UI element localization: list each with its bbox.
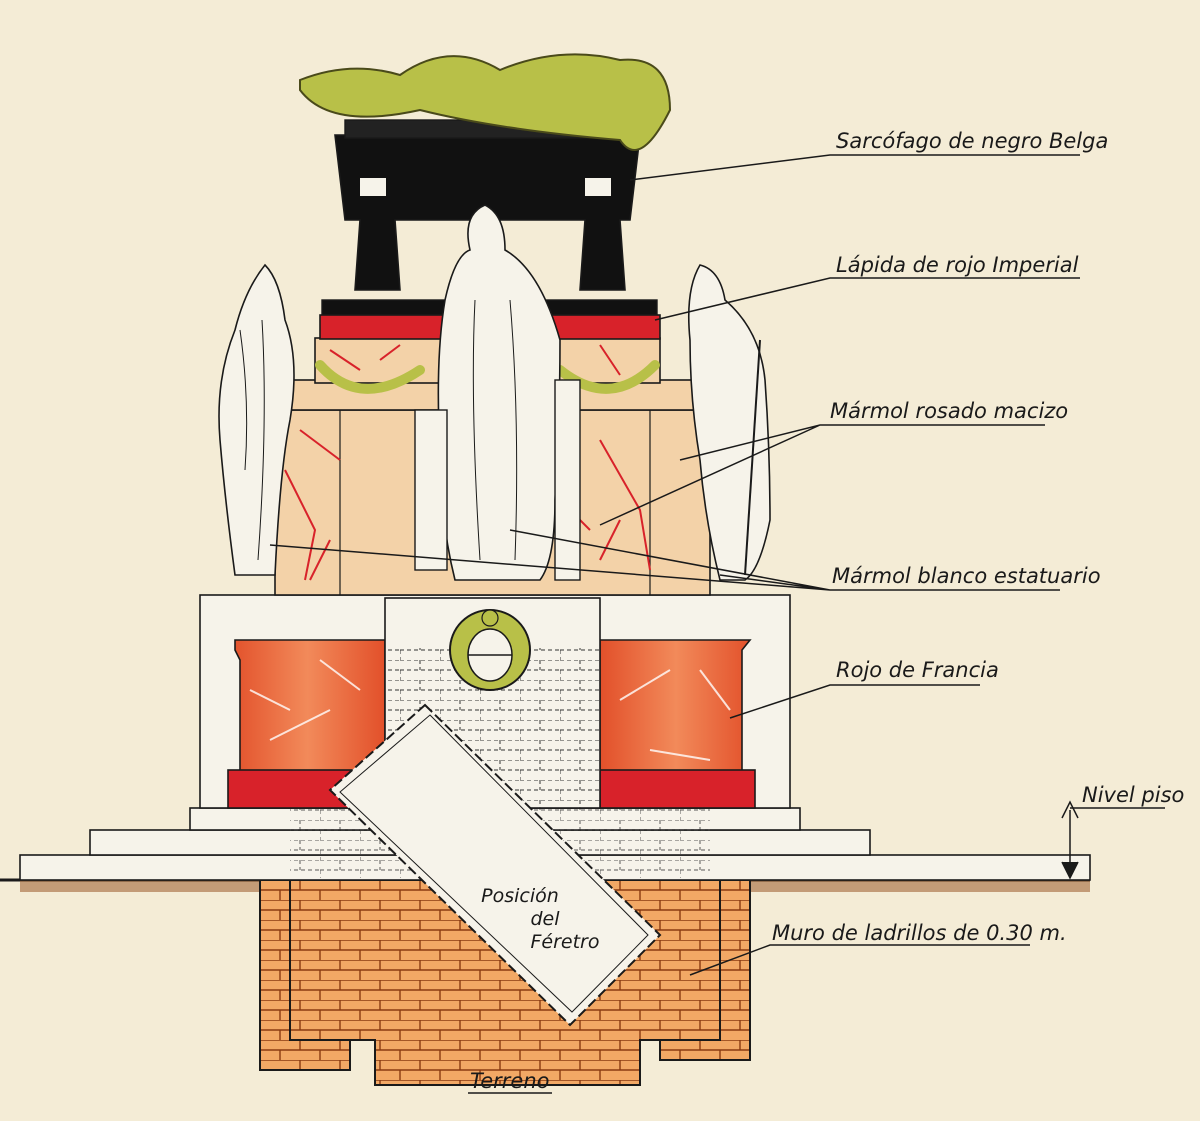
rojo-francia-bases	[227, 639, 756, 809]
label-marmol-blanco: Mármol blanco estatuario	[832, 564, 1101, 588]
feretro-label-1: Posición	[481, 885, 559, 907]
coat-of-arms	[449, 609, 531, 691]
feretro-label-3: Féretro	[530, 931, 599, 953]
label-nivel-piso: Nivel piso	[1082, 783, 1184, 807]
leader-lines	[269, 154, 1165, 976]
label-sarcofago: Sarcófago de negro Belga	[836, 129, 1108, 153]
feretro-outline	[328, 703, 662, 1027]
label-rojo-francia: Rojo de Francia	[836, 658, 999, 682]
label-marmol-rosado: Mármol rosado macizo	[830, 399, 1068, 423]
label-terreno: Terreno	[470, 1069, 550, 1093]
statue-center	[414, 204, 581, 581]
statue-right	[687, 264, 771, 581]
label-muro: Muro de ladrillos de 0.30 m.	[772, 921, 1067, 945]
label-lapida: Lápida de rojo Imperial	[836, 253, 1079, 277]
feretro-label-2: del	[530, 908, 560, 930]
statue-left	[218, 263, 295, 576]
